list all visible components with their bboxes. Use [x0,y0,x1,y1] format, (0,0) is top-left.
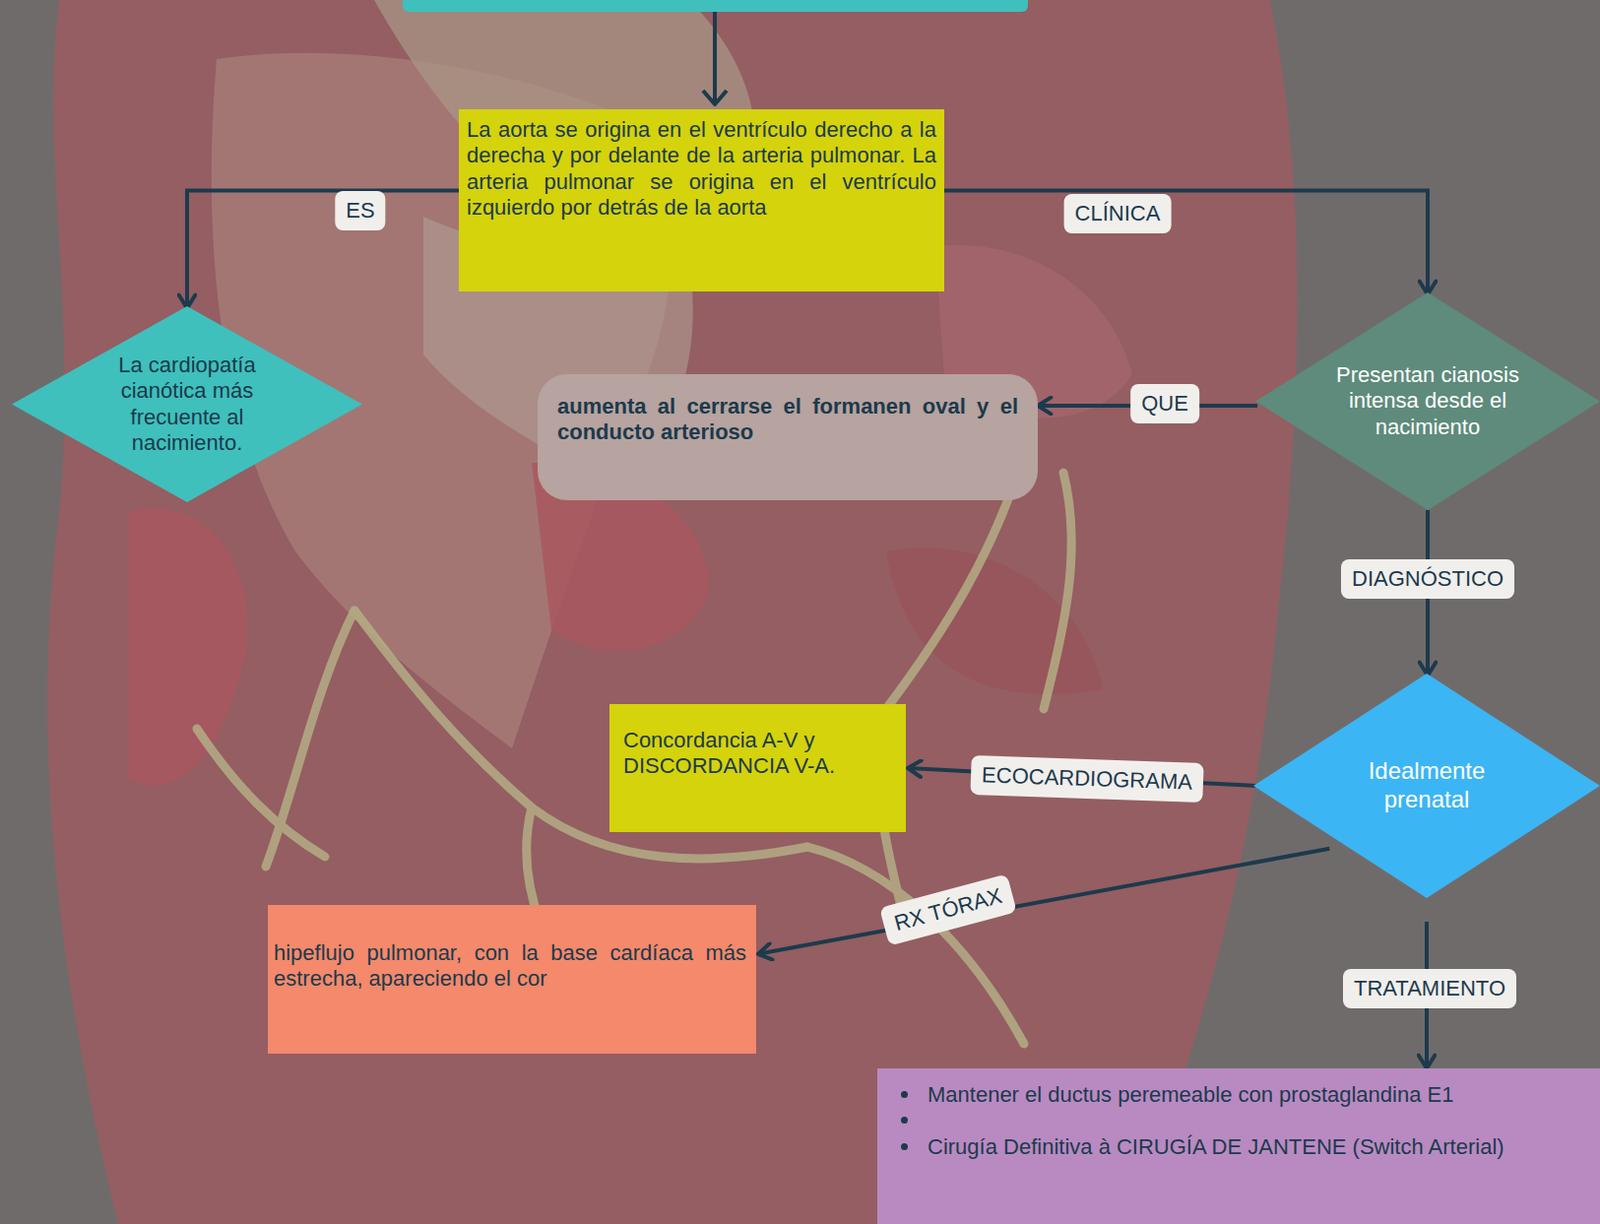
node-text: Cirugía Definitiva à CIRUGÍA DE JANTENE … [927,1134,1591,1160]
bullet-dot [900,1116,908,1124]
fact-diamond: La cardiopatía cianótica más frecuente a… [11,306,363,503]
node-text: Mantener el ductus peremeable con prosta… [927,1082,1591,1108]
bullet-dot [900,1143,908,1151]
bullet-row: Cirugía Definitiva à CIRUGÍA DE JANTENE … [877,1134,1591,1160]
node-text: La aorta se origina en el ventrículo der… [466,117,937,222]
bullet-dot [900,1090,908,1098]
title-leader [712,11,717,102]
node-text: hipeflujo pulmonar, con la base cardíaca… [273,940,747,993]
bullet-row [877,1107,1591,1135]
node-text: aumenta al cerrarse el formanen oval y e… [557,393,1019,447]
xray-box: hipeflujo pulmonar, con la base cardíaca… [267,904,757,1054]
edge-label: ECOCARDIOGRAMA [969,755,1204,803]
connector [187,191,459,310]
diagnosis-diamond: Idealmente prenatal [1253,673,1600,898]
edge-label: TRATAMIENTO [1343,968,1517,1009]
connector [944,191,1428,296]
node-text: Concordancia A-V y DISCORDANCIA V-A. [623,727,896,780]
clinic-diamond: Presentan cianosis intensa desde el naci… [1255,292,1600,511]
echo-box: Concordancia A-V y DISCORDANCIA V-A. [609,704,906,832]
edge-label: QUE [1130,384,1200,424]
node-text: Presentan cianosis intensa desde el naci… [1314,362,1541,441]
note-box: aumenta al cerrarse el formanen oval y e… [537,374,1038,501]
definition-box: La aorta se origina en el ventrículo der… [458,109,945,292]
edge-label: CLÍNICA [1064,193,1172,234]
bullet-row: Mantener el ductus peremeable con prosta… [877,1082,1591,1108]
edge-label: DIAGNÓSTICO [1341,559,1515,599]
title-box [402,0,1028,12]
connector [758,848,1330,955]
treatment-box: Mantener el ductus peremeable con prosta… [877,1068,1600,1224]
title-leader-head [703,90,727,105]
edge-label: ES [334,191,385,231]
node-text: Idealmente prenatal [1328,757,1526,815]
node-text: La cardiopatía cianótica más frecuente a… [88,352,286,457]
edge-label: RX TÓRAX [879,873,1018,946]
